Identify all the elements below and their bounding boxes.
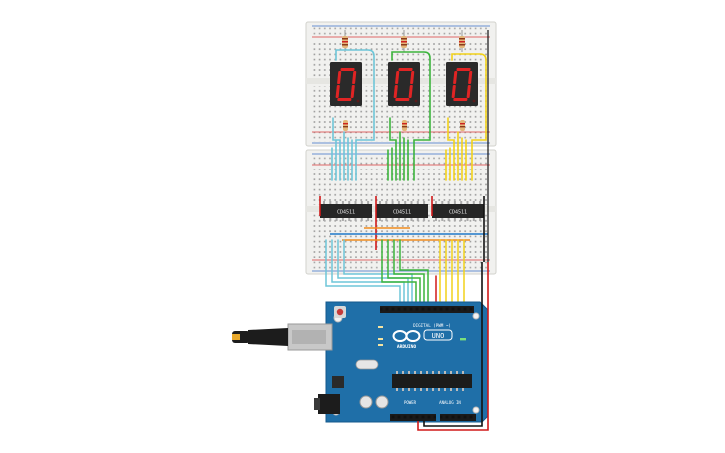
power-header-label: POWER <box>404 400 417 405</box>
arduino-logo: ARDUINO <box>392 330 421 350</box>
resistor-3 <box>459 30 465 52</box>
resistor-1 <box>342 30 348 52</box>
decoder-chip-3: CD4511 <box>432 201 484 221</box>
model-text: UNO <box>432 332 445 340</box>
seven-segment-display-1: 0 <box>330 62 362 106</box>
usb-cable <box>232 328 288 346</box>
arduino-uno-board: DIGITAL (PWM ~) ARDUINO UNO POWER ANALOG… <box>325 301 489 423</box>
dc-power-jack <box>314 394 340 414</box>
wire-red-5v <box>417 262 489 431</box>
decoder-chip-1: CD4511 <box>320 201 372 221</box>
resistor-4 <box>343 120 348 131</box>
capacitor-2 <box>375 395 389 409</box>
chip-label: CD4511 <box>449 210 467 216</box>
resistor-6 <box>460 120 465 131</box>
resistor-5 <box>402 120 407 131</box>
wire-bundle-cyan <box>331 49 375 181</box>
capacitor-1 <box>359 395 373 409</box>
usb-connector <box>287 323 333 351</box>
digital-header-label: DIGITAL (PWM ~) <box>413 323 451 328</box>
resistor-2 <box>401 30 407 52</box>
decoder-chip-2: CD4511 <box>376 201 428 221</box>
seven-segment-display-2: 0 <box>388 62 420 106</box>
chip-label: CD4511 <box>337 210 355 216</box>
analog-header-label: ANALOG IN <box>439 400 461 405</box>
seven-segment-display-3: 0 <box>446 62 478 106</box>
power-led <box>460 338 466 341</box>
microcontroller-chip <box>392 374 472 388</box>
logo-text: ARDUINO <box>397 344 417 350</box>
wire-bundle-green <box>387 51 431 181</box>
chip-label: CD4511 <box>393 210 411 216</box>
wire-black-gnd <box>423 262 483 427</box>
breadboard-bottom <box>305 149 497 275</box>
wire-bundle-yellow <box>445 53 487 181</box>
wire-harness-green <box>381 239 429 307</box>
wire-harness-cyan <box>325 239 413 307</box>
wire-harness-yellow <box>439 239 465 307</box>
